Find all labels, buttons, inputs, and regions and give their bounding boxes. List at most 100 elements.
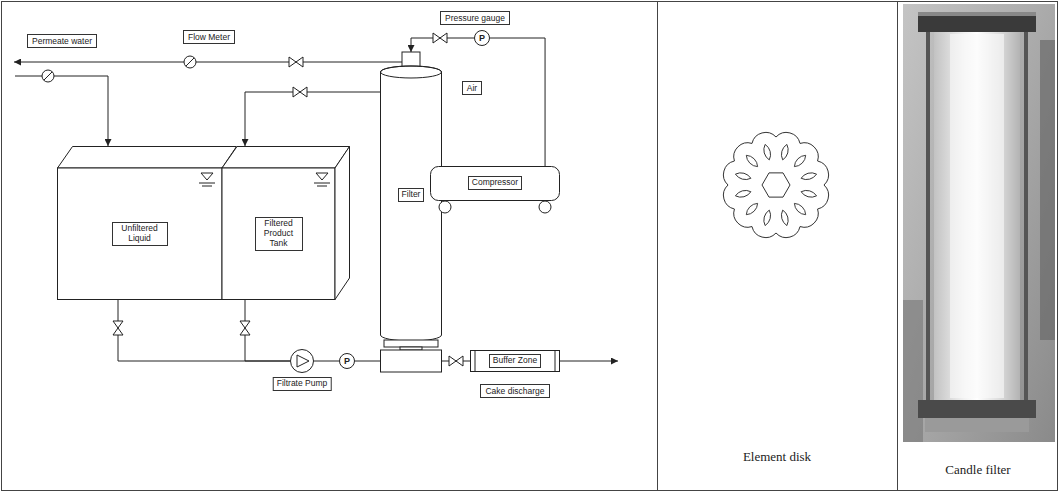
label-box: Cake discharge: [480, 384, 549, 398]
pump-casing: [291, 350, 314, 373]
node-text: Filtered Product Tank: [255, 217, 303, 250]
pipe-connector: [314, 361, 339, 362]
base-plate: [925, 418, 1029, 432]
node-text: Buffer Zone: [489, 354, 541, 368]
disk-slot: [792, 201, 808, 217]
tie-rod: [926, 25, 930, 415]
tank-lid: [58, 147, 237, 169]
label-box: Pressure gauge: [440, 11, 510, 25]
disk-slot: [744, 201, 760, 217]
tank-body: [222, 168, 335, 300]
water-level-symbol: [317, 186, 327, 187]
filter-shell: [381, 66, 442, 341]
pipe-connector: [245, 92, 380, 146]
flow-meter-symbol: [184, 56, 196, 68]
valve-symbol: [240, 321, 250, 335]
disk-slot: [735, 171, 752, 181]
label-box: Flow Meter: [183, 30, 235, 44]
node-text: Compressor: [468, 176, 522, 190]
node-text: Cake discharge: [485, 386, 544, 396]
water-level-symbol: [202, 186, 212, 187]
buffer-end: [555, 351, 556, 372]
pressure-gauge: P: [339, 353, 355, 369]
pressure-gauge: P: [474, 30, 490, 46]
water-level-symbol: [201, 173, 213, 180]
permeate-pipe: [14, 62, 402, 63]
pipe-connector: [245, 300, 290, 361]
node-text: Flow Meter: [188, 32, 230, 42]
water-level-symbol: [314, 183, 330, 184]
candle-filter-photo: [903, 4, 1055, 442]
valve-symbol: [289, 57, 303, 67]
gauge-circle: [340, 354, 355, 369]
node-text: P: [479, 34, 485, 43]
bottom-flange: [918, 400, 1036, 418]
node-text: Permeate water: [32, 36, 92, 46]
node-text: Unfiltered Liquid: [112, 222, 168, 246]
valve-symbol: [433, 33, 447, 43]
tie-rod: [1024, 25, 1028, 415]
photo-background: [903, 4, 1055, 442]
discharge-pipe: [560, 361, 618, 362]
compressor-body: [431, 167, 560, 201]
element-disk-drawing: [723, 132, 828, 237]
panel-divider: [897, 2, 898, 491]
compressor: Compressor: [430, 166, 560, 214]
disk-slot: [780, 144, 790, 161]
figure-caption: Element disk: [743, 449, 811, 465]
water-level-symbol: [316, 173, 328, 180]
compressor-wheel: [539, 201, 551, 213]
disk-slot: [780, 209, 790, 226]
filter-shell: [381, 66, 442, 78]
water-level-symbol: [199, 183, 215, 184]
tank-body: [58, 168, 223, 300]
compressor-wheel: [439, 201, 451, 213]
pump-impeller: [297, 355, 309, 367]
pipe-connector: [490, 38, 545, 166]
filter-housing: [934, 30, 1020, 402]
photo-background: [903, 300, 923, 442]
disk-outline: [723, 132, 828, 237]
flow-meter-symbol: [42, 70, 54, 82]
gauge-circle: [475, 31, 490, 46]
filter-vessel-outline: [380, 52, 442, 378]
disk-slot: [735, 189, 752, 199]
hex-bore: [762, 173, 790, 197]
node-text: Pressure gauge: [445, 13, 505, 23]
disk-slot: [800, 171, 817, 181]
node-text: P: [344, 357, 350, 366]
disk-slot: [744, 153, 760, 169]
compressor-outline: [430, 166, 560, 214]
photo-background: [1040, 40, 1055, 340]
flow-meter-symbol: [44, 72, 52, 80]
disk-slot: [792, 153, 808, 169]
feed-pipe: [15, 76, 108, 146]
valve-symbol: [449, 356, 463, 366]
node-text: Air: [467, 83, 477, 93]
filter-inlet: [381, 350, 442, 372]
panel-divider: [657, 2, 658, 491]
filter-vessel: Filter: [380, 52, 442, 378]
pipe-connector: [118, 300, 290, 361]
filter-candle: [950, 34, 1004, 398]
disk-slot: [800, 189, 817, 199]
disk-slot: [762, 209, 772, 226]
tank-lid: [222, 147, 350, 169]
buffer-end: [475, 351, 476, 372]
tank-side: [335, 147, 350, 300]
valve-symbol: [293, 87, 307, 97]
figure-caption: Candle filter: [945, 462, 1010, 478]
buffer-zone: Buffer Zone: [470, 350, 560, 372]
label-box: Permeate water: [27, 34, 97, 48]
valve-symbol: [113, 321, 123, 335]
tank: Filtered Product Tank: [222, 146, 350, 300]
top-flange: [918, 12, 1036, 16]
label-box: Air: [462, 81, 482, 95]
tank: Unfiltered Liquid: [57, 146, 237, 300]
top-flange: [918, 12, 1036, 32]
filter-flange: [384, 340, 438, 347]
pump: Filtrate Pump: [290, 349, 314, 373]
flow-meter-symbol: [186, 58, 194, 66]
pipe-connector: [355, 361, 380, 362]
